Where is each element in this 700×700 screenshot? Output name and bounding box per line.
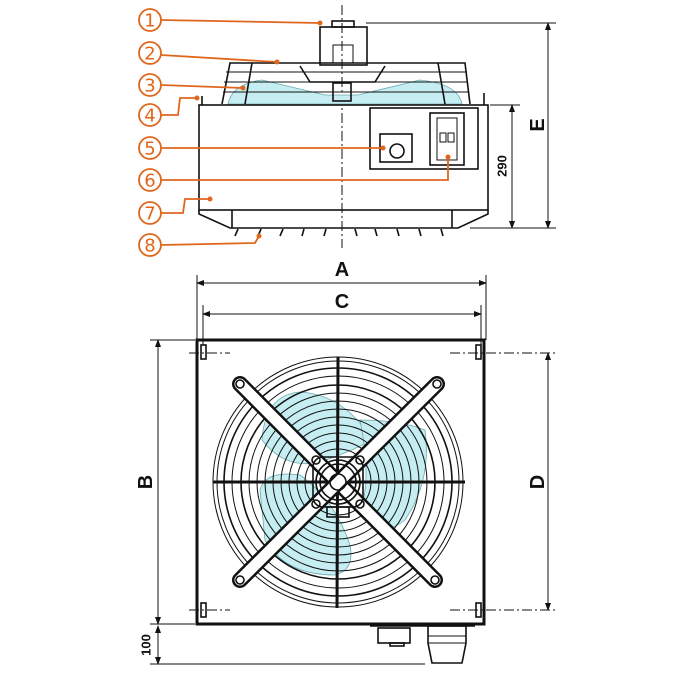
svg-text:1: 1: [144, 11, 155, 32]
callout-4: 4: [138, 103, 162, 127]
dimension-label-d: D: [527, 475, 549, 489]
svg-text:7: 7: [144, 204, 155, 225]
dimension-100: 100: [139, 625, 425, 665]
dimension-label-100: 100: [139, 634, 154, 656]
front-view: B 100 D: [135, 338, 556, 665]
dimension-d: D: [527, 352, 551, 611]
housing: [198, 93, 489, 237]
callout-6: 6: [138, 168, 162, 192]
dimension-c: C: [202, 291, 482, 345]
motor-hub: [311, 455, 365, 518]
switch-icon: [439, 132, 447, 143]
dimension-a: A: [196, 259, 487, 340]
housing-front: [195, 338, 486, 626]
switch-box: [429, 112, 465, 166]
svg-text:6: 6: [144, 171, 155, 192]
mounting-slots: [189, 344, 556, 618]
fan-blades: [227, 79, 463, 105]
callout-leaders: [160, 19, 451, 246]
motor: [319, 20, 368, 102]
dimension-label-c: C: [335, 291, 349, 313]
callout-3: 3: [138, 73, 162, 97]
callout-7: 7: [138, 201, 162, 225]
dimension-label-a: A: [335, 259, 349, 281]
callout-1: 1: [138, 8, 162, 32]
svg-text:2: 2: [144, 44, 155, 65]
dimension-label-290: 290: [495, 155, 510, 177]
thermostat-knob: [389, 143, 405, 159]
side-view: E 290 1 2 3 4 5 6 7 8: [138, 5, 556, 257]
callout-5: 5: [138, 136, 162, 160]
svg-text:5: 5: [144, 139, 155, 160]
callout-2: 2: [138, 41, 162, 65]
switch-icon: [447, 132, 455, 143]
dimension-e: E: [366, 22, 556, 229]
svg-text:4: 4: [144, 106, 155, 127]
svg-text:3: 3: [144, 76, 155, 97]
callout-8: 8: [138, 233, 162, 257]
dimension-b: B: [135, 339, 195, 625]
cable-glands: [370, 625, 475, 664]
dimension-290: 290: [490, 104, 520, 229]
svg-text:8: 8: [144, 236, 155, 257]
mounting-arms: [232, 376, 445, 588]
dimension-label-e: E: [527, 118, 549, 131]
dimension-label-b: B: [135, 475, 157, 489]
control-panel: [369, 107, 479, 170]
